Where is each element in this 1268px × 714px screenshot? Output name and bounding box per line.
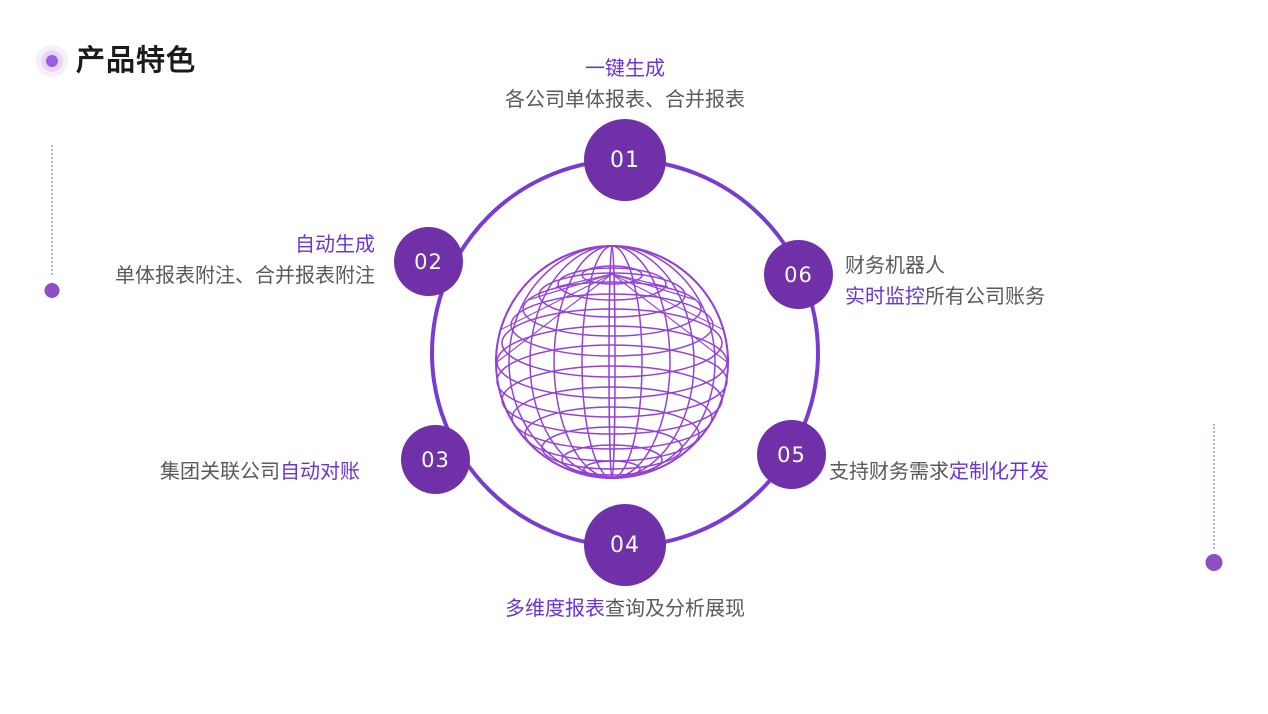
dotted-line-left — [38, 145, 66, 310]
cycle-node-06[interactable]: 06 — [764, 240, 833, 309]
caption-03: 集团关联公司自动对账 — [120, 457, 360, 488]
cycle-node-01-number: 01 — [610, 147, 640, 173]
caption-06-body-suffix: 所有公司账务 — [925, 286, 1045, 308]
caption-06: 财务机器人 实时监控所有公司账务 — [845, 251, 1268, 313]
caption-04-body-highlight: 多维度报表 — [505, 598, 605, 620]
cycle-node-04[interactable]: 04 — [584, 504, 666, 586]
cycle-node-03[interactable]: 03 — [401, 425, 470, 494]
caption-05-body-prefix: 支持财务需求 — [829, 461, 949, 483]
caption-03-body-prefix: 集团关联公司 — [160, 461, 280, 483]
cycle-node-04-number: 04 — [610, 532, 640, 558]
dotted-line-right-stroke — [1213, 424, 1215, 549]
dotted-line-right — [1200, 424, 1228, 579]
caption-01-body: 各公司单体报表、合并报表 — [505, 89, 745, 111]
caption-06-heading: 财务机器人 — [845, 255, 945, 277]
caption-06-body-highlight: 实时监控 — [845, 286, 925, 308]
bullet-dot-icon — [34, 43, 70, 79]
caption-04: 多维度报表查询及分析展现 — [400, 594, 850, 625]
wireframe-globe-icon — [495, 245, 729, 479]
caption-04-body-suffix: 查询及分析展现 — [605, 598, 745, 620]
caption-05-body-highlight: 定制化开发 — [949, 461, 1049, 483]
caption-03-body-highlight: 自动对账 — [280, 461, 360, 483]
caption-05: 支持财务需求定制化开发 — [829, 457, 1129, 488]
cycle-node-01[interactable]: 01 — [584, 119, 666, 201]
cycle-node-05[interactable]: 05 — [757, 420, 826, 489]
page-title-label: 产品特色 — [76, 44, 197, 77]
cycle-node-05-number: 05 — [777, 442, 806, 467]
caption-02-heading: 自动生成 — [295, 234, 375, 256]
page-title: 产品特色 — [34, 38, 196, 84]
dotted-line-left-stroke — [51, 145, 53, 275]
caption-01-heading: 一键生成 — [585, 58, 665, 80]
cycle-node-02-number: 02 — [414, 249, 443, 274]
cycle-ring — [430, 158, 820, 548]
cycle-node-06-number: 06 — [784, 262, 813, 287]
caption-01: 一键生成 各公司单体报表、合并报表 — [340, 54, 910, 116]
dotted-line-left-dot — [44, 283, 60, 298]
caption-02: 自动生成 单体报表附注、合并报表附注 — [20, 230, 375, 292]
cycle-node-03-number: 03 — [421, 447, 450, 472]
caption-02-body: 单体报表附注、合并报表附注 — [115, 265, 375, 287]
cycle-node-02[interactable]: 02 — [394, 227, 463, 296]
dotted-line-right-dot — [1205, 554, 1223, 571]
